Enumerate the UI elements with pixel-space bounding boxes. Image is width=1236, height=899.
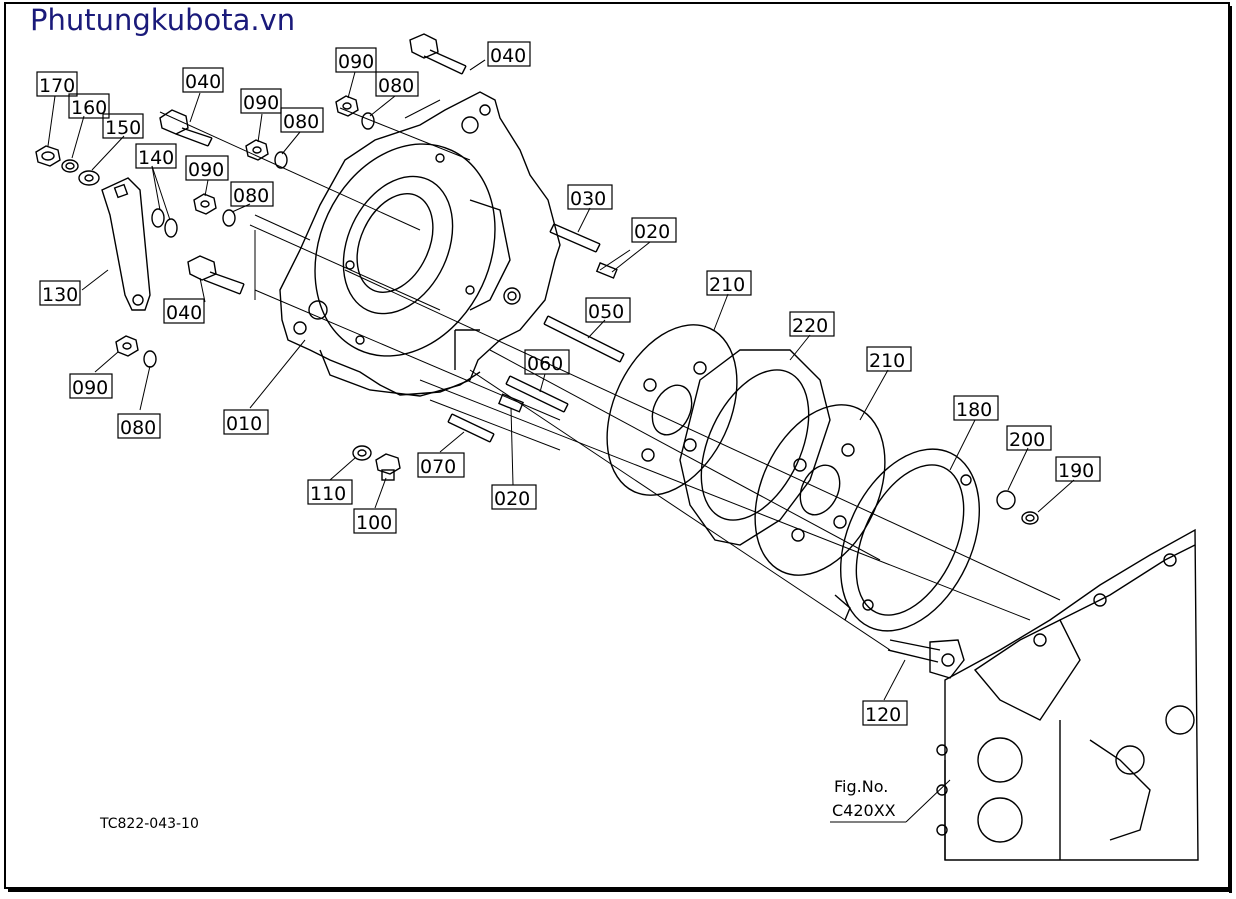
callout-080-d: 080 — [120, 417, 156, 439]
part-080-washer-c[interactable] — [222, 209, 236, 227]
callout-190: 190 — [1058, 460, 1094, 482]
callout-080-a: 080 — [378, 75, 414, 97]
callout-200: 200 — [1009, 429, 1045, 451]
leader-lines — [47, 59, 1075, 823]
callout-060: 060 — [527, 353, 563, 375]
part-200-ball[interactable] — [996, 490, 1016, 510]
callout-090-d: 090 — [72, 377, 108, 399]
callout-030: 030 — [570, 188, 606, 210]
part-010-housing[interactable] — [279, 91, 561, 397]
part-090-nut-b[interactable] — [245, 139, 269, 161]
callout-090-a: 090 — [338, 51, 374, 73]
callout-120: 120 — [865, 704, 901, 726]
part-020-pin-top[interactable] — [595, 262, 618, 279]
frame-shadow-right — [1229, 6, 1232, 893]
callout-140: 140 — [138, 147, 174, 169]
part-160-spring-washer[interactable] — [61, 159, 79, 173]
part-090-nut-d[interactable] — [115, 335, 139, 357]
part-140-o-rings[interactable] — [151, 208, 178, 238]
part-040-bolt-low[interactable] — [187, 255, 245, 295]
drawing-code: TC822-043-10 — [99, 816, 199, 832]
part-210-friction-disc-b[interactable] — [729, 384, 910, 596]
callout-050: 050 — [588, 301, 624, 323]
part-180-gasket[interactable] — [813, 427, 1007, 653]
callout-020-low: 020 — [494, 488, 530, 510]
part-080-washer-a[interactable] — [361, 112, 375, 130]
callout-180: 180 — [956, 399, 992, 421]
part-170-nut[interactable] — [35, 145, 61, 167]
callout-040-mid: 040 — [185, 71, 221, 93]
callout-020-top: 020 — [634, 221, 670, 243]
drawing-frame — [4, 2, 1230, 889]
callout-170: 170 — [39, 75, 75, 97]
callout-220: 220 — [792, 315, 828, 337]
callout-080-b: 080 — [283, 111, 319, 133]
part-120-shaft-lever[interactable] — [887, 639, 965, 679]
part-040-bolt-mid[interactable] — [159, 109, 213, 147]
part-190-seal[interactable] — [1021, 511, 1039, 525]
part-070-stud[interactable] — [447, 413, 495, 443]
callout-130: 130 — [42, 284, 78, 306]
part-080-washer-d[interactable] — [143, 350, 157, 368]
part-100-plug[interactable] — [375, 453, 401, 481]
part-210-friction-disc-a[interactable] — [581, 304, 762, 516]
callout-210-b: 210 — [869, 350, 905, 372]
explosion-lines — [159, 59, 1061, 651]
callout-010: 010 — [226, 413, 262, 435]
part-220-pressure-plate[interactable] — [679, 349, 831, 546]
part-110-washer[interactable] — [352, 445, 372, 461]
part-060-stud[interactable] — [505, 375, 569, 413]
callout-080-c: 080 — [233, 185, 269, 207]
part-130-arm[interactable] — [101, 177, 151, 311]
callout-090-b: 090 — [243, 92, 279, 114]
part-080-washer-b[interactable] — [274, 151, 288, 169]
transmission-case — [936, 528, 1199, 861]
callout-040-top: 040 — [490, 45, 526, 67]
callout-070: 070 — [420, 456, 456, 478]
callout-labels — [36, 41, 1101, 726]
part-090-nut-a[interactable] — [335, 95, 359, 117]
callout-040-low: 040 — [166, 302, 202, 324]
callout-110: 110 — [310, 483, 346, 505]
callout-210-a: 210 — [709, 274, 745, 296]
figure-ref-title: Fig.No. — [834, 777, 888, 796]
part-020-pin-low[interactable] — [498, 393, 524, 413]
part-090-nut-c[interactable] — [193, 193, 217, 215]
callout-100: 100 — [356, 512, 392, 534]
callout-150: 150 — [105, 117, 141, 139]
part-040-bolt-top[interactable] — [409, 33, 467, 75]
callout-160: 160 — [71, 97, 107, 119]
callout-texts: 170 160 150 140 130 040 040 040 090 090 … — [39, 45, 1094, 832]
site-logo[interactable]: Phutungkubota.vn — [30, 3, 296, 37]
figure-ref-code: C420XX — [832, 801, 896, 820]
part-030-stud[interactable] — [549, 223, 601, 253]
part-050-stud[interactable] — [543, 315, 625, 363]
frame-shadow-bottom — [8, 889, 1232, 892]
callout-090-c: 090 — [188, 159, 224, 181]
part-150-washer[interactable] — [78, 170, 100, 186]
